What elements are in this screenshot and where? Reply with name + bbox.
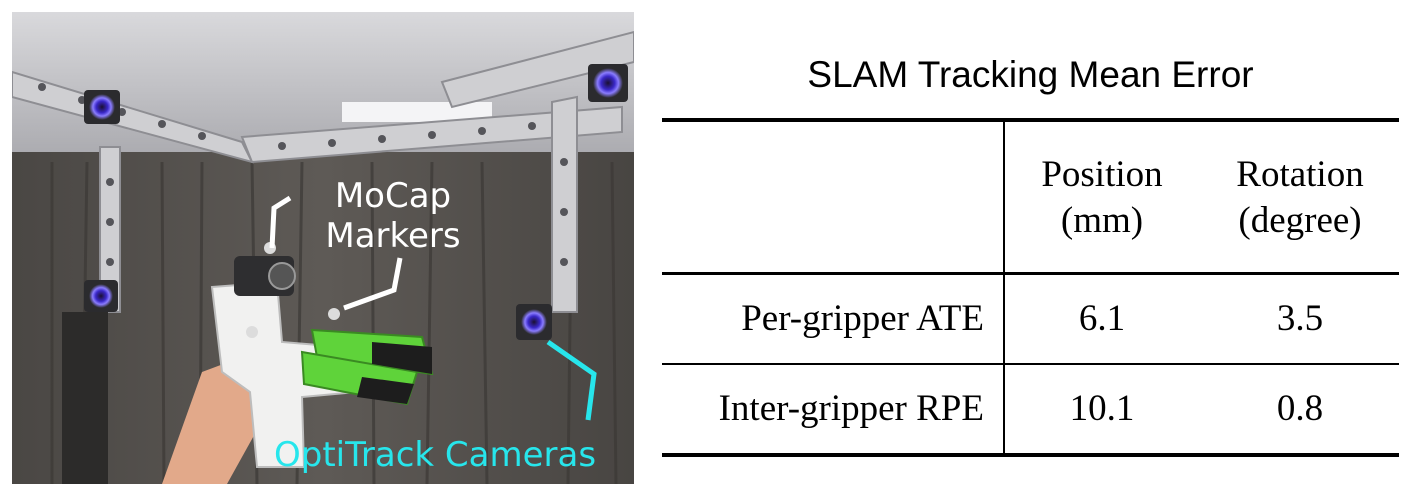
column-header-position-line2: (mm) — [1060, 200, 1144, 241]
camera-stand — [62, 312, 108, 484]
mocap-markers-label: MoCap Markers — [308, 176, 478, 256]
row-label-inter-gripper-rpe: Inter-gripper RPE — [718, 388, 984, 429]
slam-error-table: SLAM Tracking Mean Error Position (mm) R… — [662, 0, 1399, 497]
column-header-rotation: Rotation (degree) — [1210, 152, 1390, 244]
mocap-markers-label-line2: Markers — [325, 216, 461, 256]
mocap-marker — [246, 326, 258, 338]
cell-per-gripper-position: 6.1 — [1078, 298, 1126, 339]
optitrack-camera-icon — [516, 304, 552, 340]
cell-inter-gripper-rotation: 0.8 — [1276, 388, 1324, 429]
column-header-rotation-line1: Rotation — [1236, 154, 1364, 195]
optitrack-camera-icon — [84, 90, 120, 124]
column-header-position: Position (mm) — [1012, 152, 1192, 244]
cell-per-gripper-rotation: 3.5 — [1276, 298, 1324, 339]
markers-leader-line — [269, 195, 292, 249]
table-row-rule — [662, 363, 1399, 365]
optitrack-cameras-label: OptiTrack Cameras — [274, 435, 597, 475]
gripper — [210, 242, 434, 468]
column-header-rotation-line2: (degree) — [1238, 200, 1362, 241]
optitrack-camera-icon — [84, 280, 118, 312]
optitrack-camera-icon — [588, 64, 628, 102]
markers-leader-line — [343, 257, 403, 311]
truss-holes — [38, 83, 568, 266]
column-header-position-line1: Position — [1041, 154, 1163, 195]
table-title: SLAM Tracking Mean Error — [807, 54, 1254, 95]
mocap-setup-photo: MoCap Markers OptiTrack Cameras — [12, 12, 634, 484]
photo-illustration — [12, 12, 634, 484]
cell-inter-gripper-position: 10.1 — [1069, 388, 1135, 429]
table-header-rule — [662, 272, 1399, 275]
mocap-marker — [328, 308, 340, 320]
row-label-per-gripper-ate: Per-gripper ATE — [741, 298, 984, 339]
table-vertical-rule — [1003, 122, 1005, 453]
cameras-leader-line — [546, 339, 597, 421]
table-bottom-rule — [662, 453, 1399, 457]
table-top-rule — [662, 118, 1399, 122]
mocap-markers-label-line1: MoCap — [334, 176, 452, 216]
